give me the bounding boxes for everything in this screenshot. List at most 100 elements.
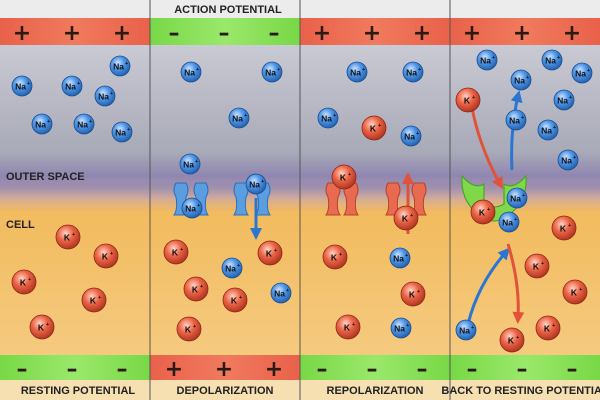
- ion-charge: +: [47, 119, 50, 125]
- ion-charge: +: [239, 295, 242, 301]
- ion-symbol: Na: [394, 324, 405, 334]
- sodium-ion: Na+: [222, 258, 242, 278]
- ion-charge: +: [286, 288, 289, 294]
- ion-symbol: K: [340, 173, 347, 183]
- ion-symbol: Na: [35, 120, 46, 130]
- ion-charge: +: [352, 322, 355, 328]
- ion-charge: +: [244, 113, 247, 119]
- ion-symbol: Na: [249, 180, 260, 190]
- ion-charge: +: [98, 295, 101, 301]
- ion-charge: +: [579, 287, 582, 293]
- ion-symbol: K: [64, 233, 71, 243]
- ion-charge: +: [348, 172, 351, 178]
- charge-sign: +: [513, 21, 531, 46]
- ion-charge: +: [89, 119, 92, 125]
- ion-symbol: Na: [183, 160, 194, 170]
- ion-symbol: Na: [98, 92, 109, 102]
- ion-symbol: Na: [115, 128, 126, 138]
- potassium-ion: K+: [223, 288, 247, 312]
- charge-sign: +: [463, 21, 481, 46]
- ion-charge: +: [472, 95, 475, 101]
- ion-charge: +: [587, 68, 590, 74]
- potassium-ion: K+: [177, 317, 201, 341]
- potassium-ion: K+: [323, 245, 347, 269]
- sodium-ion: Na+: [401, 126, 421, 146]
- sodium-ion: Na+: [229, 108, 249, 128]
- ion-symbol: K: [533, 262, 540, 272]
- ion-charge: +: [378, 123, 381, 129]
- ion-charge: +: [193, 324, 196, 330]
- ion-charge: +: [333, 113, 336, 119]
- ion-charge: +: [410, 213, 413, 219]
- ion-symbol: Na: [274, 289, 285, 299]
- ion-symbol: Na: [406, 68, 417, 78]
- ion-symbol: K: [231, 296, 238, 306]
- potassium-ion: K+: [401, 282, 425, 306]
- ion-charge: +: [274, 248, 277, 254]
- stage-label-repolarization: REPOLARIZATION: [327, 385, 424, 397]
- charge-sign: +: [63, 21, 81, 46]
- ion-charge: +: [77, 81, 80, 87]
- sodium-ion: Na+: [262, 62, 282, 82]
- ion-symbol: K: [172, 248, 179, 258]
- charge-sign: –: [17, 357, 28, 382]
- potassium-ion: K+: [56, 225, 80, 249]
- charge-sign: +: [363, 21, 381, 46]
- charge-sign: –: [117, 357, 128, 382]
- potassium-ion: K+: [552, 216, 576, 240]
- ion-symbol: Na: [265, 68, 276, 78]
- ion-charge: +: [557, 55, 560, 61]
- sodium-ion: Na+: [558, 150, 578, 170]
- sodium-ion: Na+: [511, 70, 531, 90]
- sodium-ion: Na+: [32, 114, 52, 134]
- sodium-ion: Na+: [271, 283, 291, 303]
- ion-symbol: K: [38, 323, 45, 333]
- ion-symbol: Na: [113, 62, 124, 72]
- charge-sign: +: [313, 21, 331, 46]
- ion-charge: +: [110, 91, 113, 97]
- stage-label-back-to-resting: BACK TO RESTING POTENTIAL: [441, 385, 600, 397]
- sodium-ion: Na+: [12, 76, 32, 96]
- ion-charge: +: [180, 247, 183, 253]
- sodium-ion: Na+: [110, 56, 130, 76]
- sodium-ion: Na+: [318, 108, 338, 128]
- ion-symbol: Na: [225, 264, 236, 274]
- sodium-ion: Na+: [62, 76, 82, 96]
- ion-charge: +: [552, 323, 555, 329]
- ion-symbol: K: [464, 96, 471, 106]
- potassium-ion: K+: [82, 288, 106, 312]
- ion-charge: +: [339, 252, 342, 258]
- ion-charge: +: [521, 115, 524, 121]
- potassium-ion: K+: [563, 280, 587, 304]
- sodium-ion: Na+: [477, 50, 497, 70]
- ion-symbol: Na: [404, 132, 415, 142]
- ion-symbol: Na: [514, 76, 525, 86]
- ion-symbol: Na: [459, 326, 470, 336]
- ion-symbol: Na: [557, 96, 568, 106]
- sodium-ion: Na+: [246, 174, 266, 194]
- sodium-ion: Na+: [456, 320, 476, 340]
- sodium-ion: Na+: [347, 62, 367, 82]
- region-label-outer-space: OUTER SPACE: [6, 171, 85, 183]
- ion-charge: +: [569, 95, 572, 101]
- ion-symbol: Na: [185, 204, 196, 214]
- ion-symbol: K: [192, 285, 199, 295]
- ion-symbol: K: [571, 288, 578, 298]
- ion-symbol: K: [185, 325, 192, 335]
- charge-sign: +: [265, 357, 283, 382]
- sodium-ion: Na+: [391, 318, 411, 338]
- charge-sign: –: [567, 357, 578, 382]
- ion-charge: +: [573, 155, 576, 161]
- charge-sign: –: [269, 21, 280, 46]
- potassium-ion: K+: [164, 240, 188, 264]
- ion-symbol: Na: [393, 254, 404, 264]
- ion-symbol: K: [544, 324, 551, 334]
- potassium-ion: K+: [536, 316, 560, 340]
- ion-symbol: K: [344, 323, 351, 333]
- ion-symbol: Na: [15, 82, 26, 92]
- ion-symbol: K: [370, 124, 377, 134]
- ion-charge: +: [46, 322, 49, 328]
- ion-symbol: Na: [510, 194, 521, 204]
- ion-charge: +: [362, 67, 365, 73]
